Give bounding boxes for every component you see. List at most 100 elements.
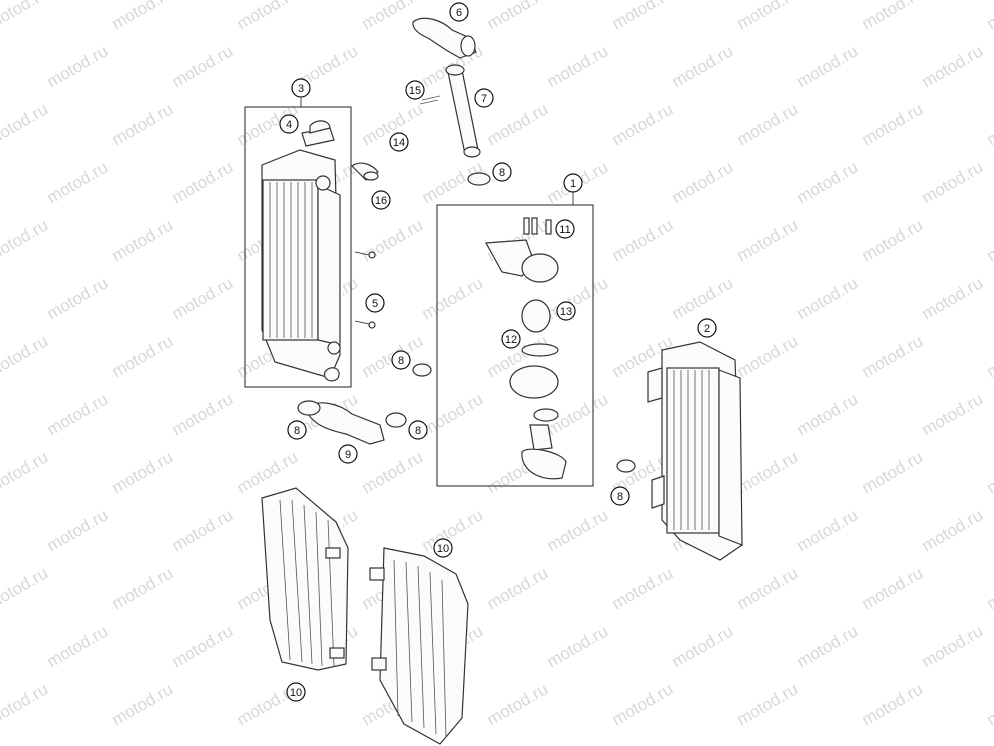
watermark-text: motod.ru bbox=[109, 331, 177, 381]
watermark-text: motod.ru bbox=[44, 41, 112, 91]
watermark-text: motod.ru bbox=[44, 621, 112, 671]
watermark-text: motod.ru bbox=[169, 157, 237, 207]
svg-text:3: 3 bbox=[298, 83, 304, 95]
watermark-text: motod.ru bbox=[544, 273, 612, 323]
callout-8-left: 8 bbox=[287, 420, 307, 440]
callout-2: 2 bbox=[697, 318, 717, 338]
small-pipe-15 bbox=[419, 95, 441, 105]
watermark-text: motod.ru bbox=[734, 99, 802, 149]
watermark-text: motod.ru bbox=[734, 0, 802, 33]
watermark-text: motod.ru bbox=[984, 0, 994, 33]
callout-4: 4 bbox=[279, 114, 299, 134]
svg-text:1: 1 bbox=[570, 178, 576, 190]
watermark-text: motod.ru bbox=[44, 389, 112, 439]
svg-text:5: 5 bbox=[372, 298, 378, 310]
watermark-text: motod.ru bbox=[734, 447, 802, 497]
watermark-text: motod.ru bbox=[734, 331, 802, 381]
hose-9 bbox=[305, 402, 385, 445]
callout-11: 11 bbox=[555, 219, 575, 239]
callout-5: 5 bbox=[365, 293, 385, 313]
callout-8-right: 8 bbox=[610, 486, 630, 506]
watermark-text: motod.ru bbox=[794, 389, 862, 439]
watermark-text: motod.ru bbox=[609, 0, 677, 33]
watermark-text: motod.ru bbox=[44, 273, 112, 323]
watermark-text: motod.ru bbox=[169, 41, 237, 91]
watermark-text: motod.ru bbox=[859, 99, 927, 149]
watermark-text: motod.ru bbox=[234, 0, 302, 33]
watermark-text: motod.ru bbox=[484, 679, 552, 729]
thermostat-assembly bbox=[485, 217, 567, 480]
watermark-text: motod.ru bbox=[0, 447, 51, 497]
svg-text:9: 9 bbox=[345, 449, 351, 461]
callout-8-mid: 8 bbox=[408, 420, 428, 440]
watermark-text: motod.ru bbox=[794, 41, 862, 91]
watermark-text: motod.ru bbox=[44, 505, 112, 555]
callout-8-top: 8 bbox=[492, 162, 512, 182]
watermark-text: motod.ru bbox=[169, 621, 237, 671]
watermark-text: motod.ru bbox=[859, 563, 927, 613]
watermark-text: motod.ru bbox=[0, 563, 51, 613]
callout-6: 6 bbox=[449, 2, 469, 22]
watermark-text: motod.ru bbox=[44, 157, 112, 207]
watermark-text: motod.ru bbox=[544, 41, 612, 91]
watermark-text: motod.ru bbox=[109, 215, 177, 265]
callout-10-right: 10 bbox=[433, 538, 453, 558]
watermark-text: motod.ru bbox=[484, 563, 552, 613]
watermark-text: motod.ru bbox=[609, 563, 677, 613]
watermark-text: motod.ru bbox=[919, 621, 987, 671]
svg-text:13: 13 bbox=[560, 306, 572, 318]
clamp-8-right bbox=[616, 459, 636, 473]
watermark-text: motod.ru bbox=[109, 563, 177, 613]
watermark-text: motod.ru bbox=[109, 99, 177, 149]
watermark-text: motod.ru bbox=[794, 273, 862, 323]
svg-text:8: 8 bbox=[294, 425, 300, 437]
watermark-text: motod.ru bbox=[984, 331, 994, 381]
callout-14: 14 bbox=[389, 132, 409, 152]
svg-text:10: 10 bbox=[290, 687, 302, 699]
watermark-text: motod.ru bbox=[0, 0, 51, 33]
watermark-text: motod.ru bbox=[669, 621, 737, 671]
watermark-text: motod.ru bbox=[609, 679, 677, 729]
svg-text:8: 8 bbox=[415, 425, 421, 437]
watermark-text: motod.ru bbox=[984, 679, 994, 729]
watermark-text: motod.ru bbox=[109, 447, 177, 497]
watermark-text: motod.ru bbox=[794, 157, 862, 207]
watermark-text: motod.ru bbox=[859, 0, 927, 33]
watermark-text: motod.ru bbox=[859, 447, 927, 497]
watermark-text: motod.ru bbox=[169, 505, 237, 555]
watermark-text: motod.ru bbox=[484, 99, 552, 149]
top-hose-6 bbox=[412, 17, 477, 59]
watermark-text: motod.ru bbox=[419, 273, 487, 323]
watermark-text: motod.ru bbox=[669, 157, 737, 207]
watermark-text: motod.ru bbox=[919, 389, 987, 439]
clamp-8-left bbox=[297, 400, 321, 416]
watermark-text: motod.ru bbox=[609, 215, 677, 265]
watermark-text: motod.ru bbox=[0, 679, 51, 729]
radiator-guard-right bbox=[369, 547, 469, 745]
watermark-text: motod.ru bbox=[794, 621, 862, 671]
watermark-text: motod.ru bbox=[0, 99, 51, 149]
watermark-text: motod.ru bbox=[669, 41, 737, 91]
svg-text:8: 8 bbox=[499, 167, 505, 179]
svg-text:11: 11 bbox=[559, 224, 570, 236]
watermark-text: motod.ru bbox=[169, 273, 237, 323]
watermark-text: motod.ru bbox=[919, 273, 987, 323]
callout-10-left: 10 bbox=[286, 682, 306, 702]
hose-7 bbox=[445, 64, 481, 158]
svg-text:8: 8 bbox=[617, 491, 623, 503]
callout-13: 13 bbox=[556, 301, 576, 321]
clamp-16 bbox=[363, 171, 379, 181]
watermark-text: motod.ru bbox=[109, 0, 177, 33]
watermark-text: motod.ru bbox=[169, 389, 237, 439]
watermark-text: motod.ru bbox=[484, 0, 552, 33]
watermark-text: motod.ru bbox=[919, 505, 987, 555]
watermark-text: motod.ru bbox=[419, 389, 487, 439]
clamp-8-upper bbox=[412, 363, 432, 377]
watermark-text: motod.ru bbox=[544, 505, 612, 555]
svg-text:16: 16 bbox=[375, 195, 387, 207]
watermark-text: motod.ru bbox=[359, 215, 427, 265]
watermark-text: motod.ru bbox=[984, 447, 994, 497]
watermark-text: motod.ru bbox=[984, 99, 994, 149]
callout-16: 16 bbox=[371, 190, 391, 210]
